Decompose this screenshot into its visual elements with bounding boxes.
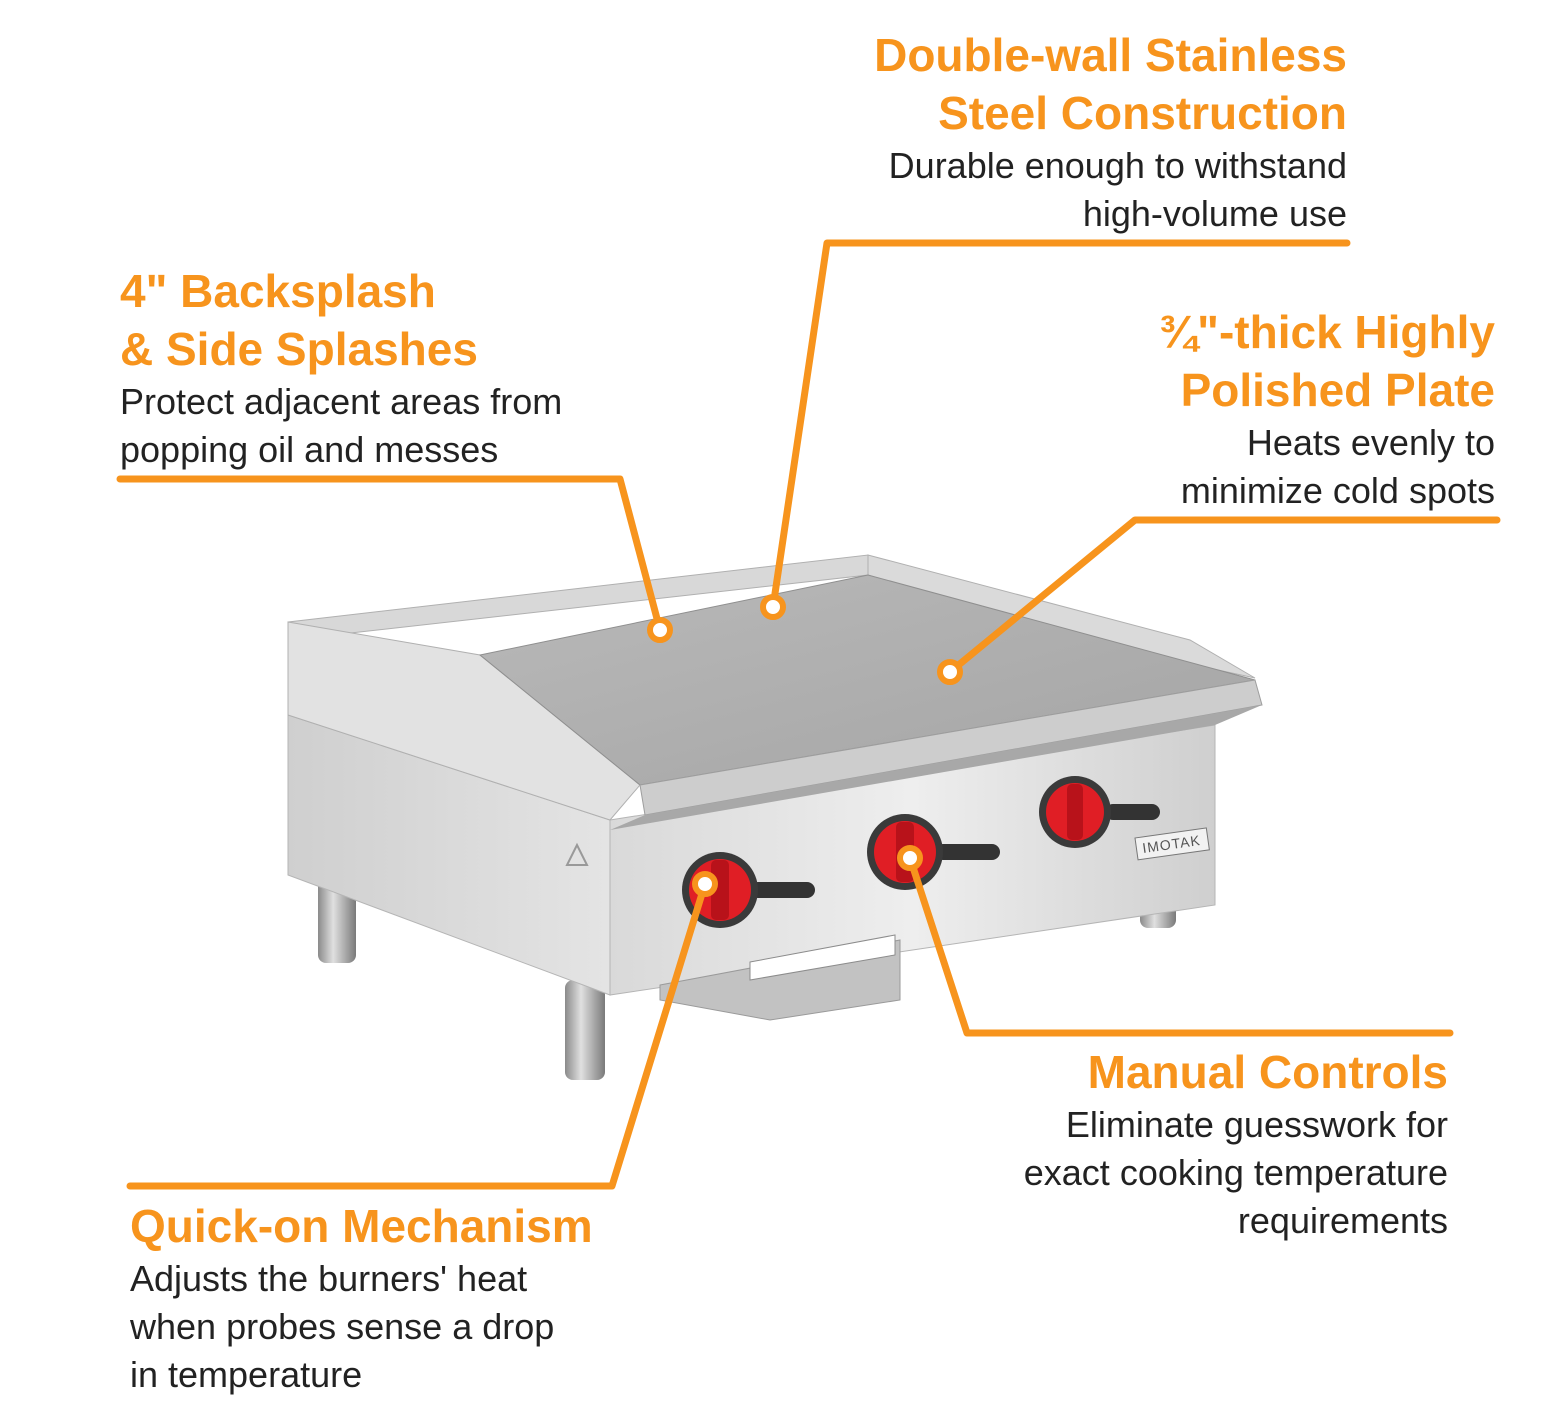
callout-description: Eliminate guesswork for — [1065, 1104, 1448, 1145]
dot-quickon — [692, 871, 718, 897]
leader-lines — [116, 239, 1501, 1190]
callout-description: Heats evenly to — [1246, 422, 1495, 463]
callout-description: Adjusts the burners' heat — [130, 1258, 528, 1299]
callout-quick-on: Quick-on Mechanism Adjusts the burners' … — [130, 1197, 593, 1399]
callout-title: ¾"-thick Highly — [1158, 306, 1495, 358]
callout-description: exact cooking temperature — [1023, 1152, 1448, 1193]
callout-description: Durable enough to withstand — [888, 145, 1347, 186]
callout-title: Steel Construction — [938, 87, 1347, 139]
callout-manual-controls: Manual Controls Eliminate guesswork for … — [1024, 1043, 1448, 1245]
callout-description: popping oil and messes — [120, 429, 499, 470]
callout-title: Manual Controls — [1087, 1046, 1448, 1098]
callout-title: 4" Backsplash — [120, 265, 436, 317]
leader-steel — [769, 239, 1351, 611]
grease-drawer — [659, 934, 901, 1021]
callout-description: requirements — [1237, 1200, 1448, 1241]
leader-quickon — [126, 880, 709, 1190]
callout-polished-plate: ¾"-thick Highly Polished Plate Heats eve… — [1159, 303, 1495, 515]
dot-steel — [760, 594, 786, 620]
callout-backsplash: 4" Backsplash & Side Splashes Protect ad… — [120, 262, 562, 474]
dot-manual — [897, 845, 923, 871]
callout-description: high-volume use — [1082, 193, 1347, 234]
warning-triangle-icon — [565, 842, 589, 866]
brand-plate: IMOTAK — [1134, 827, 1210, 861]
leg-left-front — [565, 980, 605, 1080]
callout-description: Protect adjacent areas from — [120, 381, 563, 422]
callout-title: Quick-on Mechanism — [130, 1200, 593, 1252]
dot-plate — [937, 659, 963, 685]
callout-title: Double-wall Stainless — [874, 29, 1347, 81]
callout-description: minimize cold spots — [1180, 470, 1495, 511]
leader-plate — [946, 516, 1501, 676]
dot-backsplash — [647, 617, 673, 643]
callout-dots — [647, 594, 963, 897]
callout-steel-construction: Double-wall Stainless Steel Construction… — [874, 26, 1347, 238]
callout-title: Polished Plate — [1180, 364, 1495, 416]
callout-description: when probes sense a drop — [130, 1306, 555, 1347]
leader-backsplash — [116, 475, 664, 634]
side-splash-left — [287, 621, 641, 821]
leader-manual — [906, 854, 1454, 1037]
leg-left-rear — [318, 878, 356, 963]
callout-description: in temperature — [130, 1354, 363, 1395]
red-control-knob-icon[interactable] — [1039, 776, 1160, 848]
callout-title: & Side Splashes — [120, 323, 478, 375]
